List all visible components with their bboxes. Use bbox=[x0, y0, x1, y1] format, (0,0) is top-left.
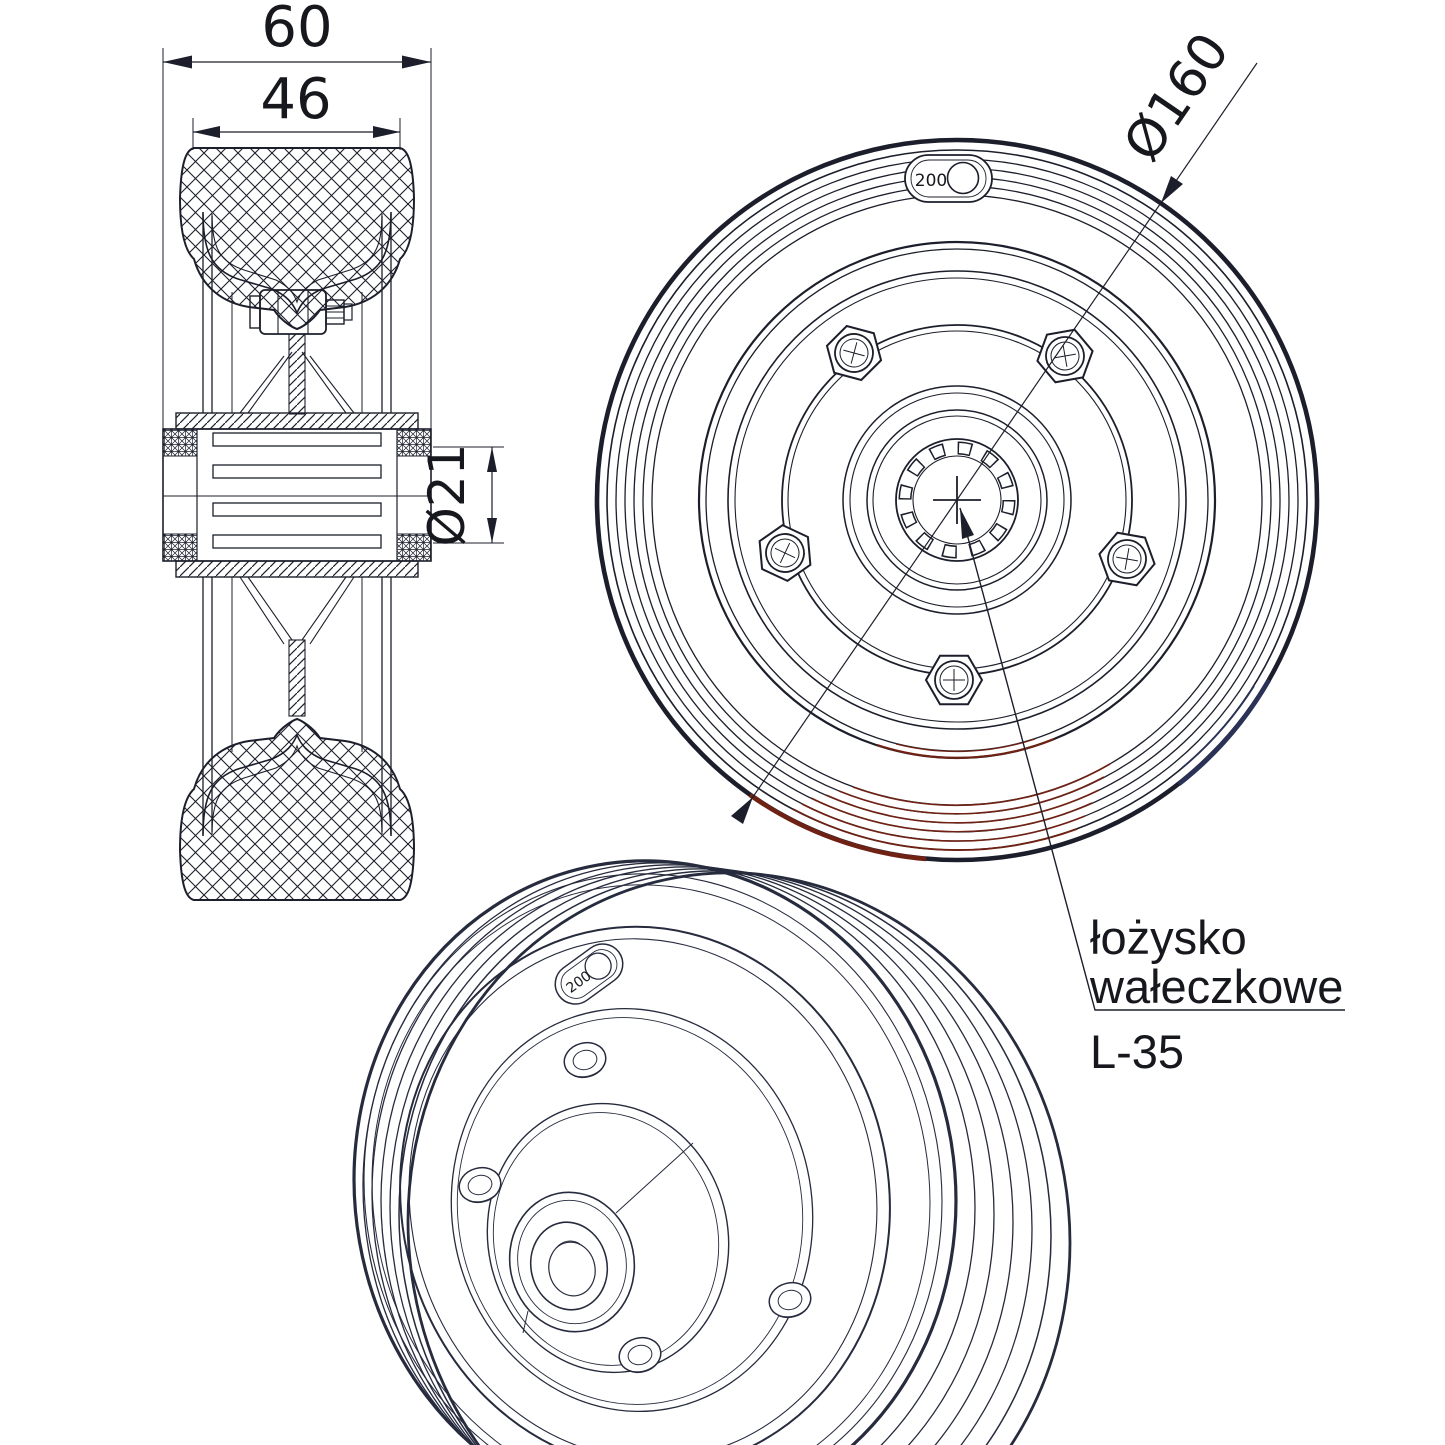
hub-3d bbox=[508, 1142, 694, 1334]
rim-barrel-lines bbox=[202, 214, 392, 834]
dimension-46: 46 bbox=[192, 67, 401, 150]
nuts-3d bbox=[458, 1041, 812, 1374]
hub-bottom-flange bbox=[175, 560, 419, 578]
dimension-60-value: 60 bbox=[261, 0, 332, 60]
dimension-21-value: Ø21 bbox=[418, 444, 476, 547]
dimension-60: 60 bbox=[162, 0, 432, 429]
bearing-label-line2: wałeczkowe bbox=[1089, 960, 1343, 1013]
nut bbox=[924, 654, 984, 706]
lower-web bbox=[239, 576, 355, 717]
hub-top-flange bbox=[175, 412, 419, 430]
bearing-label-line1: łożysko bbox=[1090, 911, 1247, 964]
bearing-label: łożysko wałeczkowe L-35 bbox=[1089, 911, 1343, 1078]
perspective-view: 200 bbox=[352, 859, 1072, 1445]
tire-cross-section bbox=[178, 147, 416, 331]
section-view: 60 46 bbox=[162, 0, 504, 901]
dimension-21: Ø21 bbox=[418, 444, 504, 547]
dimension-46-value: 46 bbox=[260, 67, 331, 132]
nut bbox=[1098, 531, 1156, 587]
nut bbox=[758, 524, 812, 582]
tinted-arcs bbox=[748, 678, 1271, 862]
load-stamp-badge-3d: 200 bbox=[554, 943, 624, 1005]
bearing-leader bbox=[959, 507, 1345, 1011]
wheel-nuts bbox=[758, 324, 1156, 706]
nut-3d bbox=[458, 1166, 502, 1204]
rim-dish bbox=[399, 925, 891, 1445]
tread-bands bbox=[352, 859, 1072, 1445]
bore-3d bbox=[529, 1221, 609, 1311]
nut bbox=[1036, 328, 1094, 384]
load-stamp-badge: 200 bbox=[904, 154, 993, 203]
bearing-label-line3: L-35 bbox=[1090, 1025, 1184, 1078]
nut bbox=[825, 324, 883, 382]
hub-body bbox=[162, 428, 432, 562]
stamp-text: 200 bbox=[915, 171, 947, 191]
upper-web bbox=[239, 333, 355, 415]
nut-3d bbox=[563, 1041, 607, 1079]
nut-3d bbox=[618, 1336, 662, 1374]
nut-3d bbox=[768, 1281, 812, 1319]
